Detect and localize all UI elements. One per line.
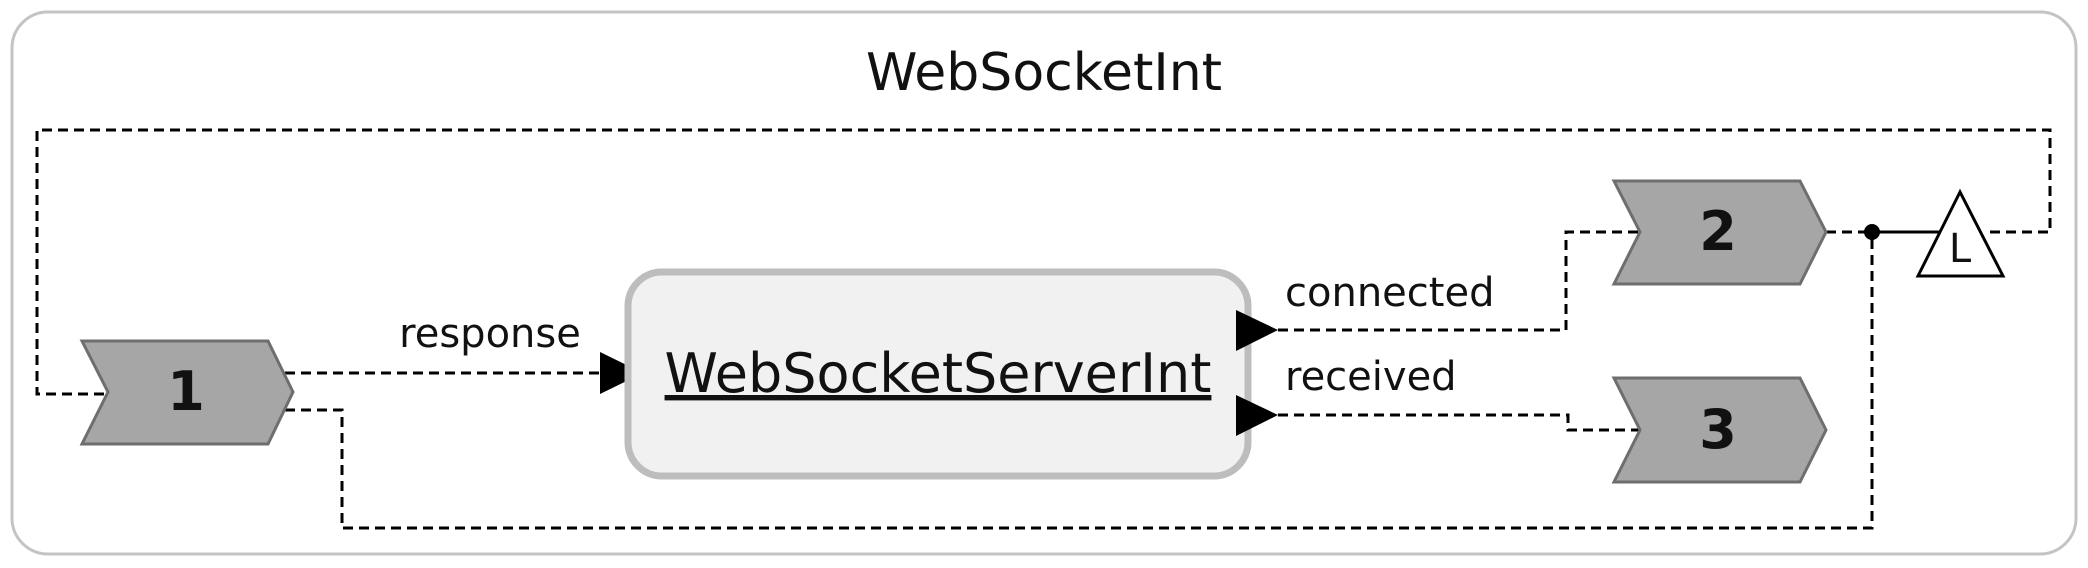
port-2-chevron[interactable] [1611,179,1828,286]
wire-received [1278,413,1640,432]
port-3-chevron[interactable] [1611,376,1828,484]
latch-label: L [1949,226,1972,272]
port-3-label: 3 [1699,398,1737,461]
wire-port1-to-junction [285,232,1874,530]
received-output-arrowhead [1236,395,1278,436]
block-websocketserverint[interactable] [624,268,1252,480]
port-1-label: 1 [167,360,205,423]
port-1-chevron[interactable] [79,339,295,446]
junction-dot [1864,224,1880,240]
latch-triangle[interactable] [1915,188,2006,278]
wire-label-connected: connected [1285,270,1494,316]
wire-feedback-loop [35,128,2052,396]
port-2-label: 2 [1699,200,1737,263]
connected-output-arrowhead [1236,310,1278,351]
wire-connected [1278,230,1640,332]
wire-label-received: received [1285,354,1457,400]
wire-label-response: response [399,311,581,357]
block-label[interactable]: WebSocketServerInt [665,342,1212,405]
response-arrowhead [600,352,643,394]
diagram-title: WebSocketInt [866,43,1222,103]
